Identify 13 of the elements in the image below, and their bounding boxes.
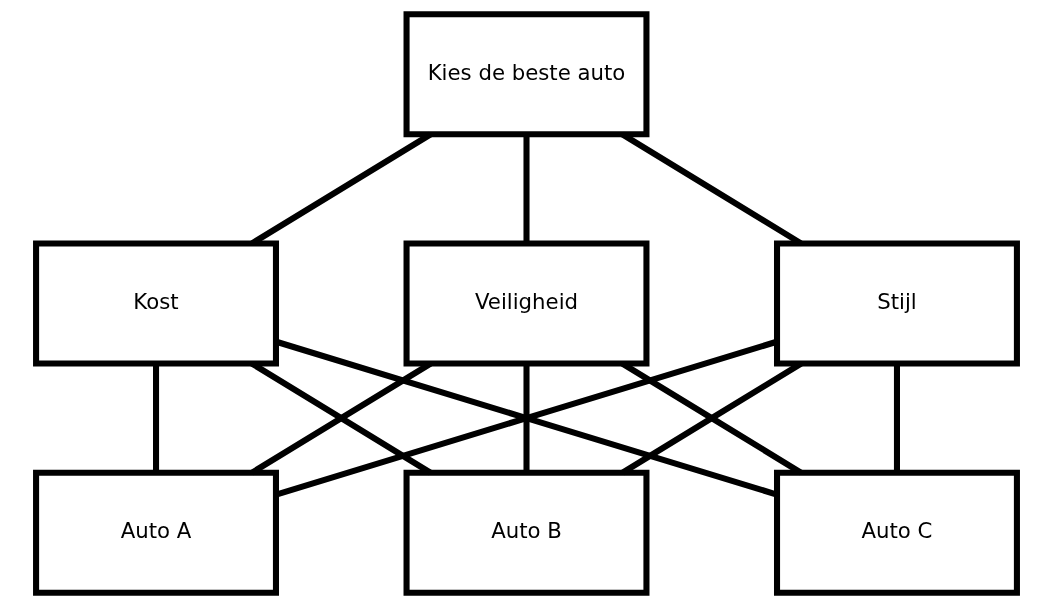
connector (893, 363, 900, 473)
connector (250, 131, 433, 246)
node-box: Auto A (33, 469, 279, 596)
node-box: Veiligheid (403, 240, 650, 367)
node-box: Kies de beste auto (403, 11, 650, 138)
node-box: Auto B (403, 469, 650, 596)
connector (523, 363, 530, 473)
connector (523, 134, 530, 244)
node-box: Stijl (774, 240, 1020, 367)
node-box: Auto C (774, 469, 1020, 596)
connector (620, 131, 803, 246)
connector (153, 363, 160, 473)
node-box: Kost (33, 240, 279, 367)
